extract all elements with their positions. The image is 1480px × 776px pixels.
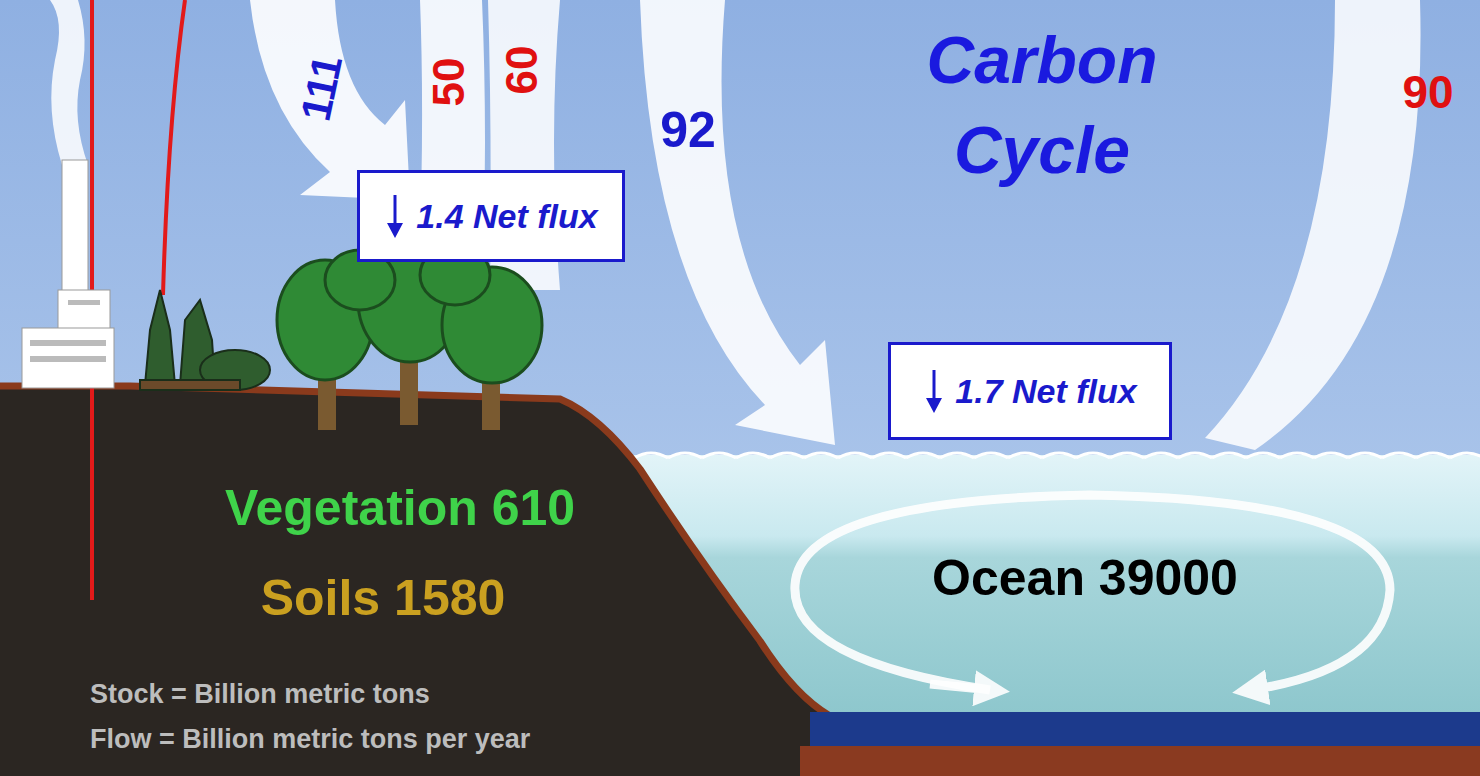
wave xyxy=(1110,453,1144,458)
flow-number: 60 xyxy=(498,46,546,95)
wave xyxy=(1416,453,1450,458)
trees xyxy=(277,238,542,430)
burning-trees xyxy=(140,290,270,390)
wave xyxy=(1212,453,1246,458)
wave xyxy=(1280,453,1314,458)
wave xyxy=(634,453,668,458)
wave xyxy=(1144,453,1178,458)
wave xyxy=(1450,453,1480,458)
net-flux-label: 1.7 Net flux xyxy=(955,372,1136,411)
wave xyxy=(1042,453,1076,458)
down-arrow-icon xyxy=(384,193,406,239)
flow-number: 92 xyxy=(660,103,716,158)
diagram-title: Carbon Cycle xyxy=(897,15,1187,195)
sea-bed xyxy=(800,746,1480,776)
units-note: Stock = Billion metric tons xyxy=(90,680,430,710)
wave xyxy=(770,453,804,458)
flow-number: 50 xyxy=(425,58,473,107)
deep-ocean xyxy=(810,712,1480,746)
flow-arrow xyxy=(1205,0,1421,450)
ocean-circulation xyxy=(930,684,992,690)
wave xyxy=(702,453,736,458)
wave xyxy=(1178,453,1212,458)
wave xyxy=(974,453,1008,458)
wave xyxy=(1348,453,1382,458)
wave xyxy=(1246,453,1280,458)
land xyxy=(0,385,1480,776)
stock-label: Ocean 39000 xyxy=(932,551,1238,606)
smoke xyxy=(50,0,88,165)
stock-label: Soils 1580 xyxy=(261,571,506,626)
wave xyxy=(838,453,872,458)
down-arrow-icon xyxy=(923,368,945,414)
net-flux-box: 1.4 Net flux xyxy=(357,170,625,262)
wave xyxy=(1314,453,1348,458)
net-flux-label: 1.4 Net flux xyxy=(416,197,597,236)
wave xyxy=(940,453,974,458)
wave xyxy=(804,453,838,458)
wave xyxy=(872,453,906,458)
flow-number: 90 xyxy=(1402,67,1453,118)
wave xyxy=(906,453,940,458)
units-note: Flow = Billion metric tons per year xyxy=(90,725,530,755)
emission-line xyxy=(163,0,185,295)
net-flux-box: 1.7 Net flux xyxy=(888,342,1172,440)
topsoil xyxy=(0,386,830,716)
stock-label: Vegetation 610 xyxy=(225,481,575,536)
wave xyxy=(668,453,702,458)
wave xyxy=(736,453,770,458)
wave xyxy=(1382,453,1416,458)
wave xyxy=(1076,453,1110,458)
ocean-circulation xyxy=(795,495,1390,690)
wave xyxy=(1008,453,1042,458)
flow-arrow xyxy=(640,0,835,445)
wave-edge xyxy=(600,453,1480,458)
factory xyxy=(22,160,114,388)
